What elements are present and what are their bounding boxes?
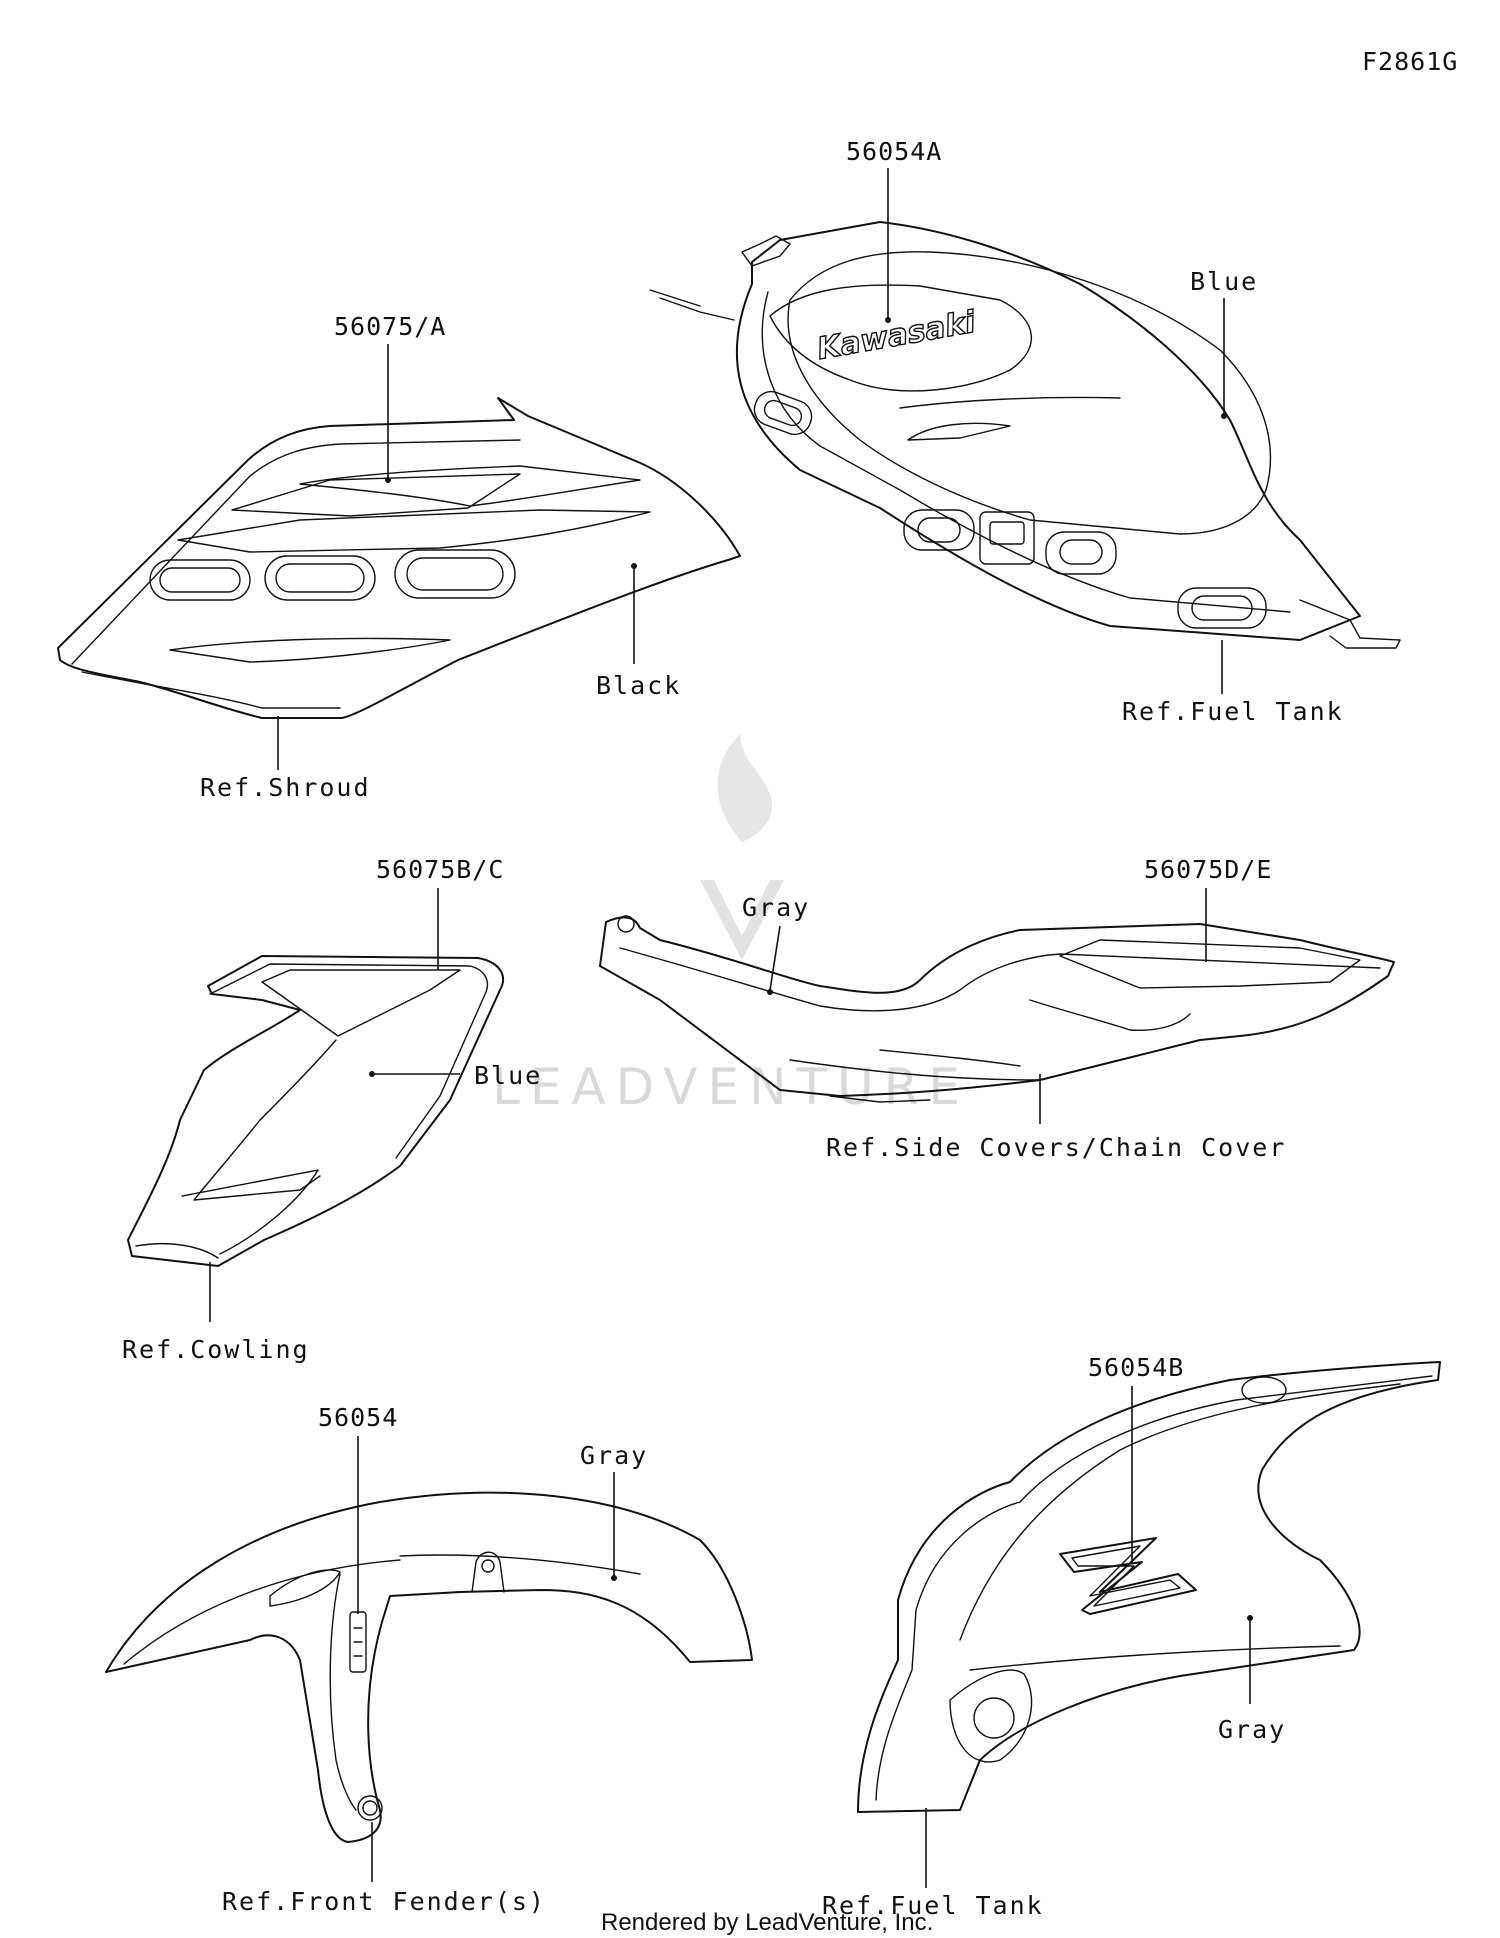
decal-kawasaki: Kawasaki <box>815 305 979 367</box>
tank-side-color-label: Gray <box>1218 1715 1286 1744</box>
shroud-color-label: Black <box>596 671 681 700</box>
tank-top-inner <box>761 291 1291 613</box>
cowling-panel: 56075B/C Blue Ref.Cowling <box>122 855 542 1364</box>
side-covers-lower <box>789 1049 1041 1081</box>
decal-fender-emblem <box>349 1611 367 1673</box>
front-fender-color-label: Gray <box>580 1441 648 1470</box>
shroud-decal-mid <box>177 509 651 553</box>
decal-650 <box>149 549 516 601</box>
shroud-upper-stripe <box>299 465 641 507</box>
cowling-outline <box>127 955 505 1267</box>
side-covers-decal <box>1059 939 1361 989</box>
tank-cap <box>741 235 791 267</box>
tank-side-inner <box>875 1375 1433 1801</box>
shroud-ref-label: Ref.Shroud <box>200 773 371 802</box>
tank-top-ref-label: Ref.Fuel Tank <box>1122 697 1344 726</box>
front-fender-panel: 56054 Gray Ref.Front Fender(s) <box>105 1403 753 1916</box>
front-fender-stay <box>329 1573 357 1811</box>
side-covers-outline <box>599 916 1395 1097</box>
shroud-part-number: 56075/A <box>334 312 446 341</box>
front-fender-tab <box>471 1551 505 1593</box>
tank-side-ref-label: Ref.Fuel Tank <box>822 1891 1044 1920</box>
side-covers-color-label: Gray <box>742 893 810 922</box>
footer-credit: Rendered by LeadVenture, Inc. <box>601 1909 933 1936</box>
cowling-part-number: 56075B/C <box>376 855 504 884</box>
tank-decal-area <box>769 284 1033 392</box>
tank-top-panel <box>787 251 1272 535</box>
tank-top-stripe <box>899 396 1121 409</box>
tank-side-upper-panel <box>959 1383 1401 1641</box>
fuel-tank-side-panel: 56054B Gray Ref.Fuel Tank <box>822 1353 1441 1920</box>
shroud-base <box>81 671 341 709</box>
side-covers-mount-hole <box>617 915 635 933</box>
tank-side-part-number: 56054B <box>1088 1353 1184 1382</box>
shroud-lower-stripe <box>169 637 451 663</box>
tank-top-swoosh <box>907 422 1011 441</box>
front-fender-inner <box>123 1554 641 1665</box>
tank-top-left-flap <box>649 289 735 321</box>
tank-top-outline <box>735 221 1361 641</box>
cowling-color-label: Blue <box>474 1061 542 1090</box>
tank-top-right-flap <box>1299 599 1401 649</box>
fuel-tank-top-panel: Kawasaki 56054A Blue Ref.Fuel Tank <box>649 137 1401 726</box>
watermark-text: LEADVENTURE <box>492 1058 970 1116</box>
cowling-panel-edge <box>193 1039 337 1201</box>
cowling-ref-label: Ref.Cowling <box>122 1335 310 1364</box>
tank-side-lower-cap <box>949 1669 1033 1763</box>
cowling-decal-top <box>261 969 461 1037</box>
tank-top-color-label: Blue <box>1190 267 1258 296</box>
shroud-panel: 56075/A Black Ref.Shroud <box>57 312 741 802</box>
cowling-lower <box>181 1169 319 1255</box>
watermark: LEADVENTURE <box>492 734 970 1116</box>
front-fender-opening <box>269 1569 341 1607</box>
tank-side-top-hole <box>1241 1376 1287 1404</box>
tank-side-lower-line <box>969 1645 1341 1671</box>
front-fender-ref-label: Ref.Front Fender(s) <box>222 1887 546 1916</box>
tank-top-part-number: 56054A <box>846 137 942 166</box>
shroud-inner-edge <box>71 439 521 665</box>
side-covers-bottom <box>829 1095 931 1103</box>
cowling-inner <box>209 963 489 1159</box>
side-covers-panel-line <box>1029 999 1191 1032</box>
cowling-edge-line <box>135 1242 219 1259</box>
side-covers-panel: Gray 56075D/E Ref.Side Covers/Chain Cove… <box>599 855 1395 1162</box>
shroud-outline <box>57 397 741 719</box>
shroud-decal-upper <box>231 473 521 517</box>
side-covers-ref-label: Ref.Side Covers/Chain Cover <box>826 1133 1286 1162</box>
front-fender-bolt-hole <box>357 1795 383 1821</box>
tank-slots <box>753 390 1267 629</box>
front-fender-part-number: 56054 <box>318 1403 398 1432</box>
diagram-id: F2861G <box>1362 47 1458 76</box>
front-fender-outline <box>105 1491 753 1843</box>
decal-z-emblem <box>1059 1537 1197 1615</box>
tank-side-outline <box>857 1361 1441 1813</box>
side-covers-part-number: 56075D/E <box>1144 855 1272 884</box>
side-covers-inner-top <box>619 947 1381 1012</box>
